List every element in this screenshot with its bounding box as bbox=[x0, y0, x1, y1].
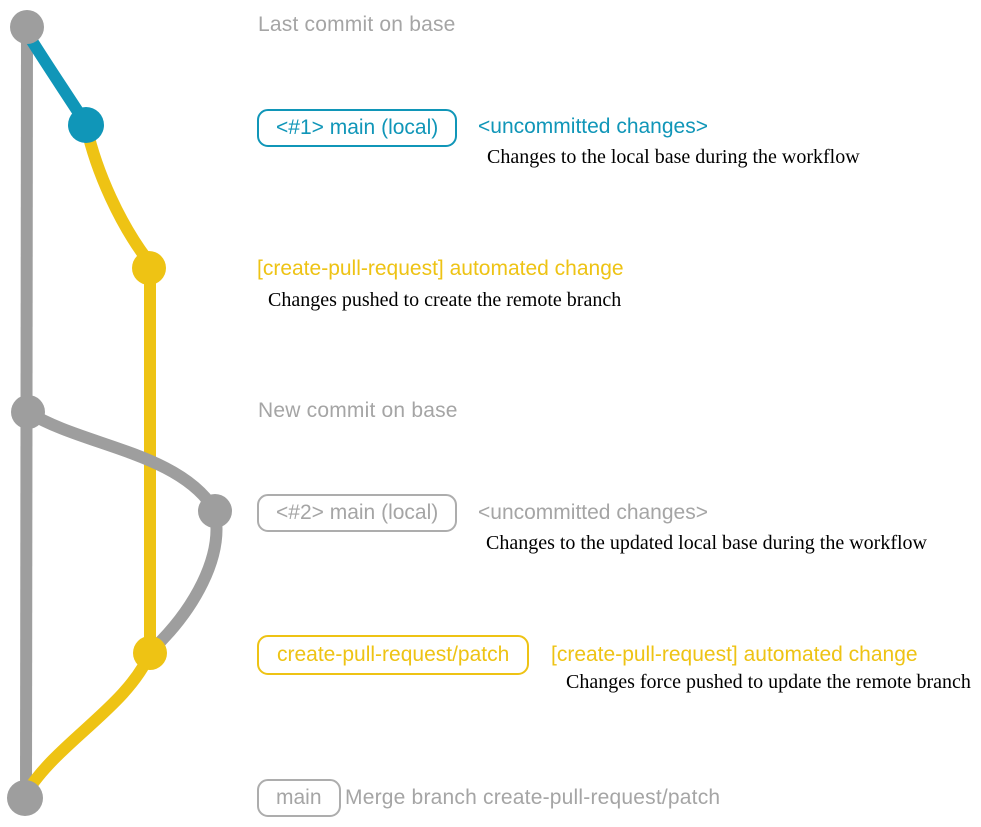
automated-change-label-1: [create-pull-request] automated change bbox=[257, 257, 624, 280]
row2-description: Changes pushed to create the remote bran… bbox=[268, 289, 622, 311]
row3-description: Changes to the updated local base during… bbox=[486, 532, 927, 554]
last-commit-label: Last commit on base bbox=[258, 13, 456, 36]
branch-badge-main-local-1: <#1> main (local) bbox=[257, 109, 458, 147]
edge-local1-to-patch bbox=[80, 119, 155, 268]
commit-dot-automated-change-2 bbox=[133, 636, 167, 670]
uncommitted-changes-label-1: <uncommitted changes> bbox=[478, 115, 708, 138]
branch-badge-create-pull-request-patch: create-pull-request/patch bbox=[257, 635, 530, 675]
commit-dot-new-base bbox=[11, 395, 45, 429]
edge-patch-to-merge bbox=[21, 647, 156, 798]
branch-badge-main-local-2: <#2> main (local) bbox=[257, 494, 458, 532]
commit-dot-local-main-1 bbox=[68, 107, 104, 143]
merge-commit-label: Merge branch create-pull-request/patch bbox=[345, 786, 721, 809]
commit-dot-automated-change-1 bbox=[132, 251, 166, 285]
row4-description: Changes force pushed to update the remot… bbox=[566, 671, 971, 693]
branch-badge-main: main bbox=[257, 779, 341, 817]
commit-dot-local-main-2 bbox=[198, 494, 232, 528]
row1-description: Changes to the local base during the wor… bbox=[487, 146, 860, 168]
automated-change-label-2: [create-pull-request] automated change bbox=[551, 643, 918, 666]
commit-dot-last-base bbox=[10, 10, 44, 44]
edge-local2-to-patch bbox=[146, 503, 223, 656]
uncommitted-changes-label-2: <uncommitted changes> bbox=[478, 501, 708, 524]
commit-dot-merge bbox=[7, 780, 43, 816]
new-commit-label: New commit on base bbox=[258, 399, 458, 422]
edge-base-to-local2 bbox=[22, 406, 220, 515]
